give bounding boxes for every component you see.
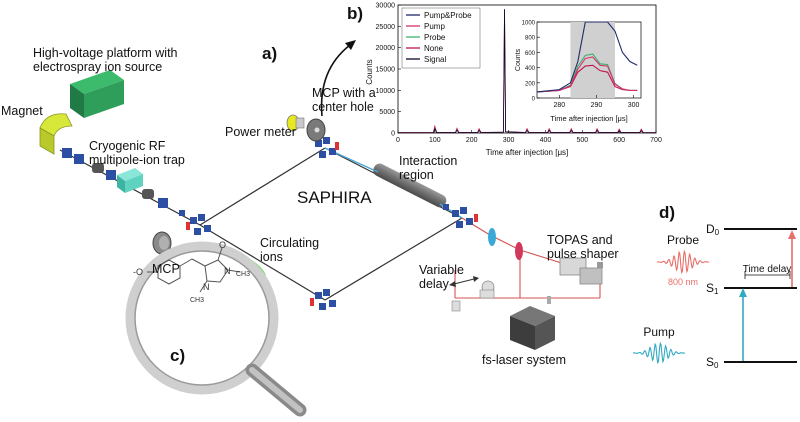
main-ytick-label: 5000 bbox=[379, 109, 395, 116]
inset-ytick-label: 0 bbox=[532, 97, 536, 103]
pump-wavepacket bbox=[632, 341, 686, 365]
main-ylabel: Counts bbox=[365, 59, 374, 84]
magnet-label: Magnet bbox=[1, 104, 43, 118]
fs-laser-box bbox=[510, 306, 555, 350]
inset-ytick-label: 400 bbox=[525, 66, 536, 72]
inset-ytick-label: 1000 bbox=[522, 21, 536, 27]
legend-entry: None bbox=[424, 44, 444, 53]
mol-n1: N bbox=[224, 266, 231, 276]
saphira-label: SAPHIRA bbox=[297, 188, 372, 207]
s0-label: S0 bbox=[706, 355, 719, 370]
probe-wave-path bbox=[656, 249, 710, 275]
arrow-head bbox=[345, 40, 356, 50]
mol-ch3-n: CH3 bbox=[236, 271, 250, 278]
main-ytick-label: 10000 bbox=[376, 88, 396, 95]
main-ytick-label: 15000 bbox=[376, 67, 396, 74]
legend-entry: Probe bbox=[424, 33, 446, 42]
inset-series-line bbox=[536, 21, 638, 93]
inset-ylabel: Counts bbox=[515, 48, 522, 71]
panel-label-b: b) bbox=[347, 4, 364, 23]
panel-label-c: c) bbox=[170, 346, 186, 365]
inset-series bbox=[536, 21, 638, 93]
pump-wave-path bbox=[632, 341, 686, 365]
main-xtick-label: 200 bbox=[466, 137, 478, 144]
wavelength-label: 800 nm bbox=[668, 277, 698, 287]
d0-label: D0 bbox=[706, 222, 720, 237]
power-meter-label: Power meter bbox=[225, 125, 296, 139]
main-xtick-label: 400 bbox=[540, 137, 552, 144]
pump-arrow-head bbox=[739, 288, 747, 297]
probe-arrow-head bbox=[788, 230, 796, 239]
inset-ytick-label: 800 bbox=[525, 36, 536, 42]
energy-diagram: Time delay D0 S1 S0 Probe 800 nm Pump bbox=[632, 222, 797, 370]
pump-label: Pump bbox=[643, 325, 675, 339]
panel-label-d: d) bbox=[659, 203, 676, 222]
main-xtick-label: 700 bbox=[650, 137, 662, 144]
magnet bbox=[39, 113, 73, 155]
inset-series-line bbox=[536, 64, 638, 93]
main-xtick-label: 600 bbox=[613, 137, 625, 144]
arrow-to-chart bbox=[320, 44, 351, 117]
inset-ytick-label: 200 bbox=[525, 81, 536, 87]
rf-trap bbox=[117, 168, 143, 193]
inset-chart: 280 290 300 0 200 400 600 800 1000 Counts Time a… bbox=[515, 21, 642, 123]
main-ytick-label: 30000 bbox=[376, 3, 396, 10]
inset-xtick-label: 290 bbox=[591, 102, 603, 109]
delay-arrow-head-right bbox=[473, 276, 479, 282]
mcp-center-hole bbox=[306, 118, 326, 142]
inset-ytick-label: 600 bbox=[525, 51, 536, 57]
molecule-labels: -O O N N CH3 CH3 bbox=[133, 240, 250, 304]
injection-line bbox=[62, 148, 168, 208]
main-xtick-label: 0 bbox=[396, 137, 400, 144]
probe-wavepacket bbox=[656, 249, 710, 275]
main-ytick-label: 20000 bbox=[376, 45, 396, 52]
main-ytick-label: 0 bbox=[391, 131, 395, 138]
legend-entry: Pump&Probe bbox=[424, 11, 472, 20]
power-meter bbox=[286, 114, 305, 132]
interaction-tube bbox=[373, 163, 447, 208]
laser-optics bbox=[451, 228, 603, 312]
inset-shaded-region bbox=[570, 22, 615, 98]
main-xtick-label: 100 bbox=[429, 137, 441, 144]
mcp-detector-face bbox=[159, 236, 169, 250]
inset-series-line bbox=[536, 56, 638, 93]
s1-label: S1 bbox=[706, 281, 719, 296]
probe-label: Probe bbox=[667, 233, 699, 247]
main-series bbox=[397, 9, 657, 134]
main-xlabel: Time after injection [μs] bbox=[486, 148, 569, 157]
legend-entry: Signal bbox=[424, 55, 446, 64]
fs-laser-label: fs-laser system bbox=[482, 353, 567, 367]
mol-n2: N bbox=[203, 282, 210, 292]
mol-ch3-c: CH3 bbox=[190, 297, 204, 304]
legend-entry: Pump bbox=[424, 22, 445, 31]
mol-o-keto: O bbox=[219, 240, 226, 250]
delay-arrow-head-left bbox=[449, 281, 456, 287]
chromophore-molecule bbox=[147, 247, 241, 293]
hv-platform bbox=[70, 70, 124, 118]
main-xtick-label: 300 bbox=[503, 137, 515, 144]
panel-label-a: a) bbox=[262, 44, 278, 63]
inset-xtick-label: 300 bbox=[628, 102, 640, 109]
time-delay-label: Time delay bbox=[743, 264, 792, 275]
inset-xlabel: Time after injection [μs] bbox=[550, 114, 627, 123]
corner-deflectors bbox=[179, 137, 478, 310]
main-xtick-label: 500 bbox=[576, 137, 588, 144]
main-ytick-label: 25000 bbox=[376, 24, 396, 31]
inset-xtick-label: 280 bbox=[553, 102, 565, 109]
mol-o-minus: -O bbox=[133, 267, 143, 277]
mcp-label: MCP bbox=[152, 262, 180, 276]
main-series-signal bbox=[397, 9, 657, 134]
